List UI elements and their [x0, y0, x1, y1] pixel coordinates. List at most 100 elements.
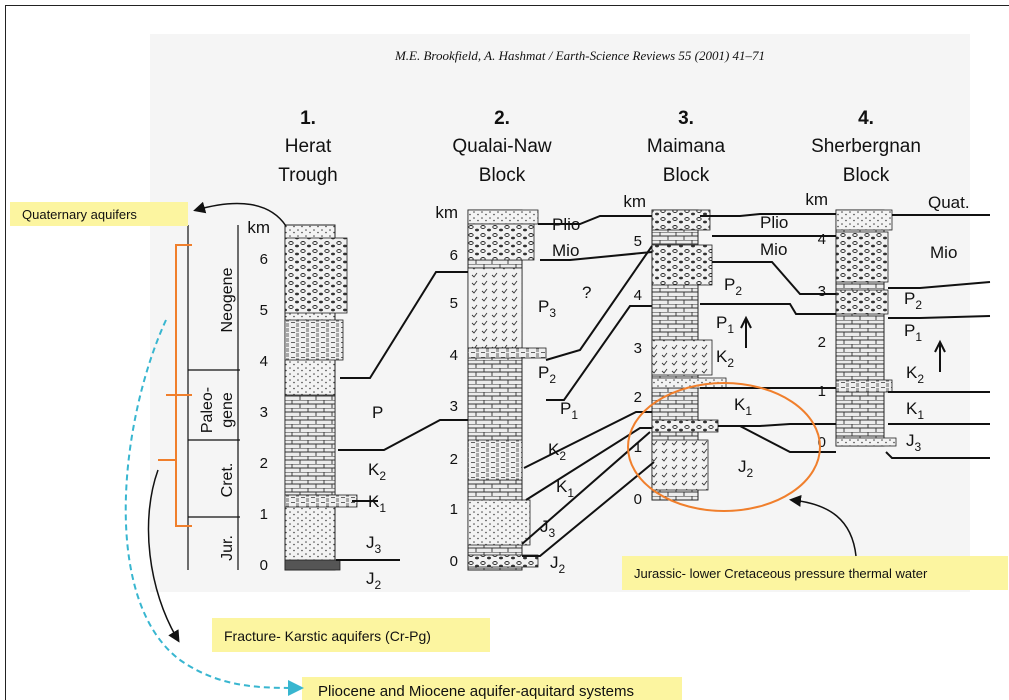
c3-label-k1: K1 [734, 395, 752, 418]
c2-label-p2: P2 [538, 363, 556, 386]
column-4-strata-labels: Quat. Mio P2 P1 K2 K1 J3 [904, 193, 970, 454]
column-1-tick-5: 5 [260, 302, 268, 319]
column-4-axis: km 4 3 2 1 0 [805, 190, 828, 451]
column-2-tick-3: 3 [450, 398, 458, 415]
era-neogene: Neogene [219, 267, 236, 332]
column-4-number: 4. [858, 108, 874, 129]
column-4-strat-log [835, 209, 897, 447]
column-3-axis: km 5 4 3 2 1 0 [623, 192, 646, 508]
column-2-strat-log [467, 209, 547, 571]
c4-label-k1: K1 [906, 399, 924, 422]
column-4-tick-2: 2 [818, 334, 826, 351]
column-4-tick-4: 4 [818, 231, 826, 248]
column-2-tick-5: 5 [450, 295, 458, 312]
c1-label-j3: J3 [366, 533, 382, 556]
c1-label-k2: K2 [368, 460, 386, 483]
c2-label-j2: J2 [550, 553, 566, 576]
column-3-number: 3. [678, 108, 694, 129]
column-4-tick-1: 1 [818, 383, 826, 400]
column-1-tick-6: 6 [260, 251, 268, 268]
slide-frame [5, 5, 1009, 700]
c2-label-j3: J3 [540, 517, 556, 540]
correlation-lines [336, 213, 991, 561]
column-4-name-line1: Sherbergnan [811, 136, 921, 157]
column-1-tick-2: 2 [260, 455, 268, 472]
column-1-tick-0: 0 [260, 557, 268, 574]
column-2-unit-label: km [435, 203, 458, 222]
column-2-tick-6: 6 [450, 247, 458, 264]
column-1-tick-4: 4 [260, 353, 268, 370]
c3-up-arrow [740, 315, 752, 348]
column-4-tick-3: 3 [818, 283, 826, 300]
era-cretaceous: Cret. [219, 463, 236, 498]
column-3-tick-3: 3 [634, 340, 642, 357]
quaternary-aquifers-label: Quaternary aquifers [22, 207, 137, 222]
column-2-tick-4: 4 [450, 347, 458, 364]
c4-label-mio: Mio [930, 243, 957, 262]
column-1-name-line1: Herat [285, 136, 332, 157]
column-2-name-line2: Block [479, 165, 526, 186]
column-1-unit-label: km [247, 218, 270, 237]
jurassic-thermal-water-label: Jurassic- lower Cretaceous pressure ther… [634, 566, 928, 581]
column-3-name-line1: Maimana [647, 136, 726, 157]
c3-label-k2: K2 [716, 347, 734, 370]
c3-label-p2: P2 [724, 275, 742, 298]
c2-label-k1: K1 [556, 477, 574, 500]
column-header-3: 3. Maimana Block [647, 108, 726, 186]
column-1-axis: km 6 5 4 3 2 1 0 [247, 218, 270, 574]
c4-label-p2: P2 [904, 289, 922, 312]
column-1-number: 1. [300, 108, 316, 129]
fracture-highlight [212, 618, 490, 652]
c4-label-j3: J3 [906, 431, 922, 454]
column-3-tick-1: 1 [634, 439, 642, 456]
era-paleogene-2: gene [219, 392, 236, 428]
column-2-tick-1: 1 [450, 501, 458, 518]
c1-label-p: P [372, 403, 383, 422]
column-3-tick-4: 4 [634, 287, 642, 304]
column-3-name-line2: Block [663, 165, 710, 186]
c2-label-question: ? [582, 283, 591, 302]
column-2-strata-labels: Plio Mio P3 ? P2 P1 K2 K1 J3 J2 [538, 215, 591, 576]
column-3-tick-0: 0 [634, 491, 642, 508]
era-paleogene-1: Paleo- [199, 387, 216, 433]
column-1-strat-log [284, 224, 358, 571]
column-2-tick-0: 0 [450, 553, 458, 570]
jurassic-arrow [789, 494, 857, 557]
pliocene-miocene-label: Pliocene and Miocene aquifer-aquitard sy… [318, 683, 634, 700]
column-header-4: 4. Sherbergnan Block [811, 108, 921, 186]
orange-brackets [158, 244, 192, 527]
citation: M.E. Brookfield, A. Hashmat / Earth-Scie… [394, 48, 765, 63]
era-jurassic: Jur. [219, 535, 236, 561]
c3-label-p1: P1 [716, 313, 734, 336]
pliocene-highlight [302, 677, 682, 700]
c4-up-arrow [934, 339, 946, 372]
column-1-tick-1: 1 [260, 506, 268, 523]
column-3-strata-labels: Plio Mio P2 P1 K2 K1 J2 [716, 213, 788, 480]
c4-label-p1: P1 [904, 321, 922, 344]
c2-label-p3: P3 [538, 297, 556, 320]
c4-label-k2: K2 [906, 363, 924, 386]
column-header-1: 1. Herat Trough [278, 108, 338, 186]
column-4-tick-0: 0 [818, 434, 826, 451]
c3-label-j2: J2 [738, 457, 754, 480]
c2-label-mio: Mio [552, 241, 579, 260]
column-2-number: 2. [494, 108, 510, 129]
quaternary-arrow [193, 201, 287, 227]
jurassic-highlight [622, 556, 1008, 590]
pliocene-dashed-arrow [124, 319, 304, 696]
column-2-name-line1: Qualai-Naw [452, 136, 552, 157]
column-3-tick-2: 2 [634, 389, 642, 406]
c1-label-j2: J2 [366, 569, 382, 592]
column-4-name-line2: Block [843, 165, 890, 186]
column-1-tick-3: 3 [260, 404, 268, 421]
quaternary-highlight [10, 202, 188, 226]
c4-label-quat: Quat. [928, 193, 970, 212]
column-4-unit-label: km [805, 190, 828, 209]
c3-label-mio: Mio [760, 240, 787, 259]
column-1-name-line2: Trough [278, 165, 338, 186]
fracture-karstic-label: Fracture- Karstic aquifers (Cr-Pg) [224, 628, 431, 644]
column-2-axis: km 6 5 4 3 2 1 0 [435, 203, 458, 570]
jurassic-zone-ellipse [627, 382, 821, 512]
column-3-unit-label: km [623, 192, 646, 211]
